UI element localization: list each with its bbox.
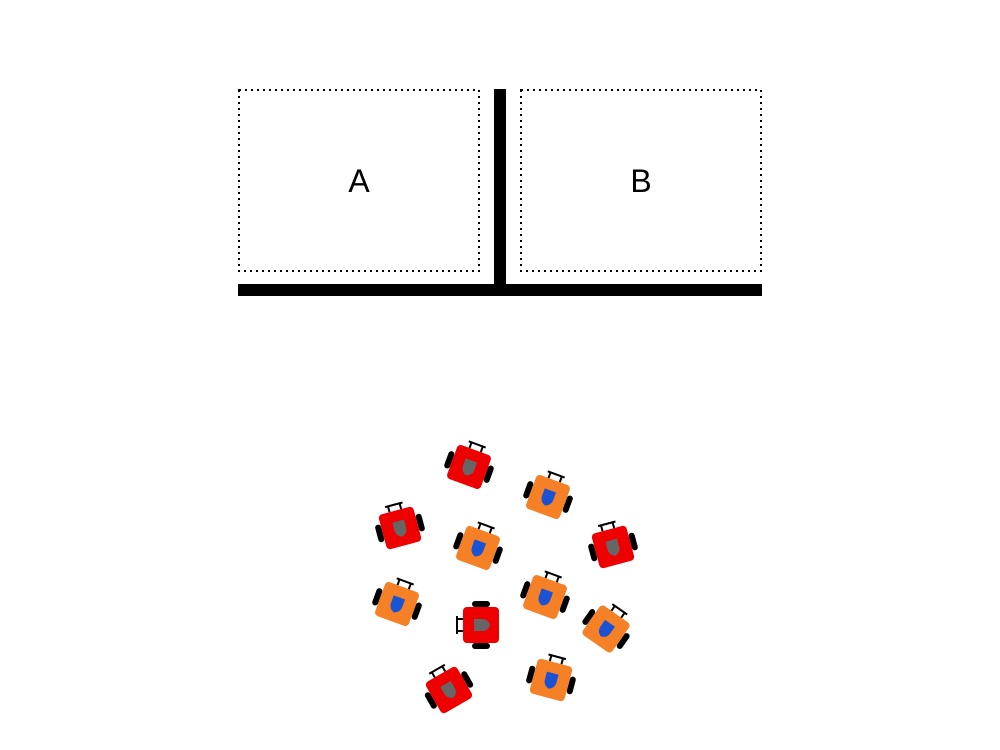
robot-sensor (456, 616, 463, 634)
robot-shield-icon (544, 671, 559, 689)
robot-wheel (375, 524, 385, 543)
robot-orange (582, 603, 630, 653)
robot-wheel (588, 543, 598, 562)
robot-wheel (461, 671, 474, 688)
robot-wheel (372, 588, 383, 606)
robot-wheel (562, 495, 573, 513)
robot-wheel (523, 481, 534, 499)
robot-sensor (428, 663, 447, 678)
robot-wheel (472, 601, 490, 607)
robot-wheel (424, 692, 437, 709)
zone-b-label: B (630, 163, 651, 199)
robot-wheel (520, 581, 531, 599)
zone-b: B (520, 89, 762, 272)
robot-shield-icon (390, 595, 406, 613)
robot-shield-icon (541, 488, 557, 506)
divider-wall (494, 89, 506, 291)
robot-wheel (492, 546, 503, 564)
robot-shield-icon (605, 538, 620, 556)
robot-orange (526, 653, 576, 702)
robot-wheel (582, 609, 596, 625)
robot-sensor (547, 470, 566, 483)
robot-sensor (384, 501, 403, 513)
robot-shield-icon (440, 680, 456, 699)
robot-wheel (526, 665, 536, 684)
zone-a-label: A (348, 163, 370, 199)
robot-wheel (444, 451, 455, 469)
robot-wheel (559, 595, 570, 613)
robot-orange (523, 470, 573, 519)
robot-shield-icon (462, 458, 478, 476)
robot-shield-icon (598, 619, 615, 637)
robot-orange (520, 570, 570, 619)
robot-wheel (415, 513, 425, 532)
robot-wheel (411, 602, 422, 620)
robot-wheel (616, 633, 630, 649)
zone-a: A (238, 89, 480, 272)
robot-wheel (483, 465, 494, 483)
floor-wall (238, 284, 762, 296)
zone-b-border (520, 89, 762, 272)
robot-sensor (597, 520, 616, 532)
robot-shield-icon (392, 519, 407, 537)
robot-sensor (477, 521, 496, 534)
zone-a-border (238, 89, 480, 272)
robot-red (375, 501, 425, 550)
robot-wheel (472, 643, 490, 649)
robot-sensor (468, 440, 487, 453)
robot-swarm (372, 440, 638, 714)
robot-red (456, 601, 499, 649)
robot-shield-icon (538, 588, 554, 606)
robot-orange (453, 521, 503, 570)
robot-red (444, 440, 494, 489)
robot-wheel (453, 532, 464, 550)
robot-shield-icon (471, 539, 487, 557)
robot-sensor (548, 653, 567, 665)
robot-shield-icon (474, 619, 490, 631)
robot-sensor (396, 577, 415, 590)
robot-orange (372, 577, 422, 626)
robot-sensor (544, 570, 563, 583)
robot-red (588, 520, 638, 569)
robot-wheel (566, 676, 576, 695)
robot-wheel (628, 532, 638, 551)
robot-red (424, 663, 474, 714)
robot-sensor (610, 603, 628, 619)
